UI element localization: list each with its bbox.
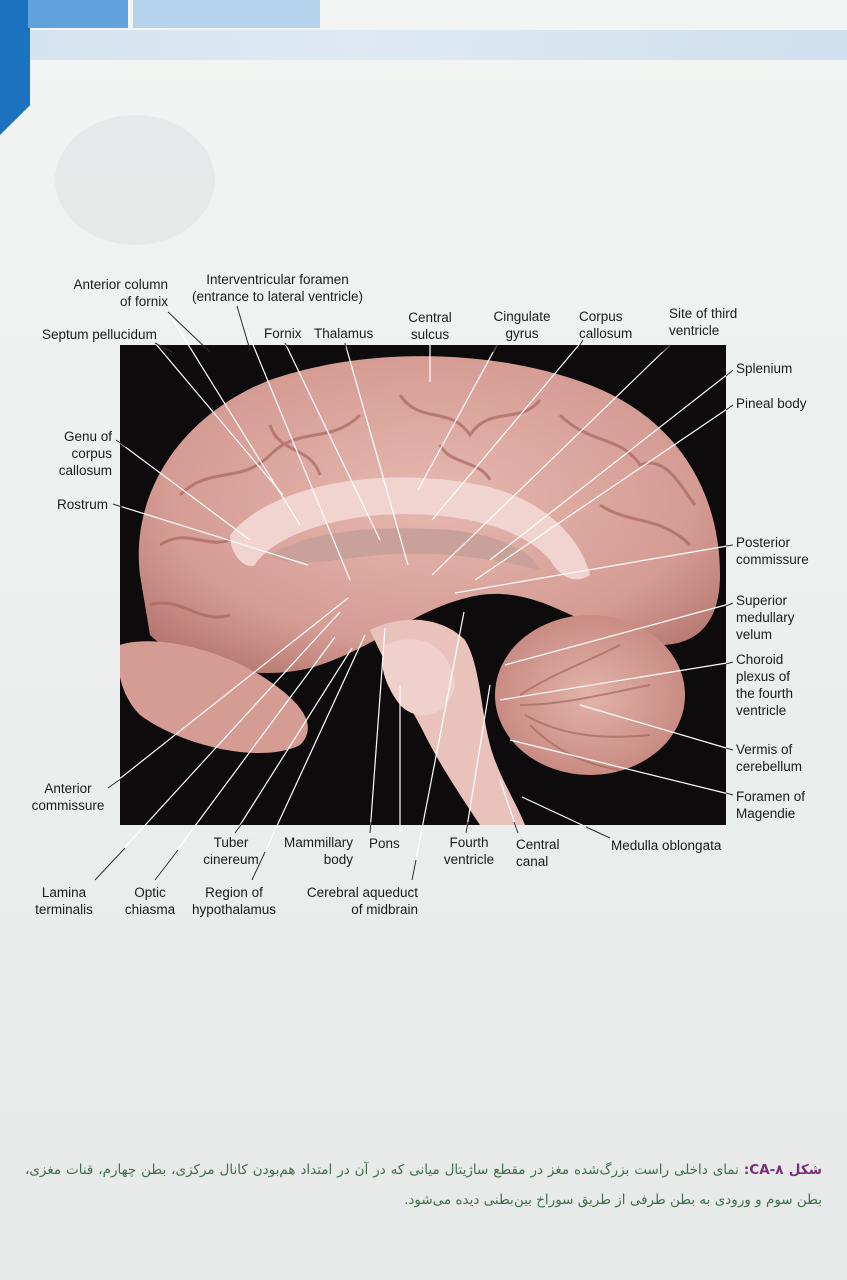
label-line: Lamina [41, 885, 87, 900]
label-line: Corpus [579, 309, 623, 324]
label-line: callosum [58, 463, 112, 478]
label-line: Central [408, 310, 452, 325]
label-cerebral-aqueduct: Cerebral aqueduct of midbrain [296, 884, 418, 918]
label-line: Superior [736, 593, 788, 608]
label-line: Interventricular foramen [206, 272, 349, 287]
label-line: Vermis of [736, 742, 793, 757]
label-thalamus: Thalamus [314, 326, 374, 341]
label-line: Optic [134, 885, 166, 900]
label-anterior-column-of-fornix: Anterior column of fornix [55, 276, 168, 310]
label-line: ventricle [736, 703, 787, 718]
label-line: Tuber [213, 835, 249, 850]
header-band [30, 30, 847, 60]
label-line: cinereum [203, 852, 259, 867]
label-posterior-commissure: Posterior commissure [736, 534, 809, 568]
label-line: Cerebral aqueduct [306, 885, 418, 900]
label-line: Choroid [736, 652, 784, 667]
label-line: the fourth [736, 686, 794, 701]
label-splenium: Splenium [736, 361, 793, 376]
label-line: commissure [736, 552, 809, 567]
header-bar-right [133, 0, 320, 28]
label-line: gyrus [505, 326, 539, 341]
label-line: of fornix [119, 294, 168, 309]
label-line: body [323, 852, 353, 867]
label-line: Posterior [736, 535, 791, 550]
label-fornix: Fornix [264, 326, 302, 341]
label-vermis-of-cerebellum: Vermis of cerebellum [736, 741, 802, 775]
label-genu-of-corpus-callosum: Genu of corpus callosum [40, 428, 112, 479]
label-line: Foramen of [736, 789, 806, 804]
label-central-canal: Central canal [516, 836, 560, 870]
label-anterior-commissure: Anterior commissure [28, 780, 108, 814]
label-pineal-body: Pineal body [736, 396, 807, 411]
label-line: Mammillary [284, 835, 353, 850]
label-corpus-callosum: Corpus callosum [579, 308, 632, 342]
label-foramen-of-magendie: Foramen of Magendie [736, 788, 805, 822]
label-line: of midbrain [351, 902, 418, 917]
label-region-of-hypothalamus: Region of hypothalamus [186, 884, 282, 918]
label-line: callosum [579, 326, 633, 341]
label-line: Anterior [44, 781, 92, 796]
label-rostrum: Rostrum [57, 497, 109, 512]
chapter-watermark-circle [55, 115, 215, 245]
label-pons: Pons [369, 836, 400, 851]
label-line: corpus [71, 446, 112, 461]
label-line: ventricle [669, 323, 720, 338]
label-line: chiasma [124, 902, 176, 917]
label-line: (entrance to lateral ventricle) [191, 289, 364, 304]
label-line: commissure [31, 798, 105, 813]
label-lamina-terminalis: Lamina terminalis [28, 884, 100, 918]
label-line: canal [516, 854, 549, 869]
caption-text: نمای داخلی راست بزرگ‌شده مغز در مقطع ساژ… [25, 1162, 822, 1208]
label-line: Magendie [736, 806, 796, 821]
label-line: hypothalamus [191, 902, 277, 917]
label-line: cerebellum [736, 759, 803, 774]
label-line: plexus of [736, 669, 791, 684]
label-line: Cingulate [493, 309, 551, 324]
label-line: Anterior column [73, 277, 168, 292]
label-line: ventricle [443, 852, 495, 867]
label-medulla-oblongata: Medulla oblongata [611, 838, 722, 853]
label-line: Site of third [669, 306, 738, 321]
label-line: terminalis [35, 902, 93, 917]
label-mammillary-body: Mammillary body [275, 834, 353, 868]
label-line: sulcus [410, 327, 450, 342]
label-septum-pellucidum: Septum pellucidum [42, 327, 157, 342]
label-superior-medullary-velum: Superior medullary velum [736, 592, 795, 643]
label-line: Region of [205, 885, 263, 900]
label-cingulate-gyrus: Cingulate gyrus [487, 308, 557, 342]
label-line: Genu of [63, 429, 112, 444]
label-line: Central [516, 837, 560, 852]
brain-illustration [120, 356, 721, 825]
label-line: velum [736, 627, 773, 642]
figure-caption: شکل CA-۸: نمای داخلی راست بزرگ‌شده مغز د… [25, 1155, 822, 1215]
label-fourth-ventricle: Fourth ventricle [436, 834, 502, 868]
label-tuber-cinereum: Tuber cinereum [186, 834, 276, 868]
label-line: medullary [736, 610, 795, 625]
figure-label: شکل CA-۸: [743, 1162, 822, 1178]
cerebellum-shape [495, 615, 685, 775]
brain-sagittal-photo [120, 345, 726, 825]
label-central-sulcus: Central sulcus [400, 309, 460, 343]
header-bar-left [28, 0, 128, 28]
label-interventricular-foramen: Interventricular foramen (entrance to la… [185, 271, 370, 305]
label-site-of-third-ventricle: Site of third ventricle [669, 305, 737, 339]
label-line: Fourth [449, 835, 489, 850]
label-choroid-plexus: Choroid plexus of the fourth ventricle [736, 651, 793, 719]
label-optic-chiasma: Optic chiasma [108, 884, 192, 918]
